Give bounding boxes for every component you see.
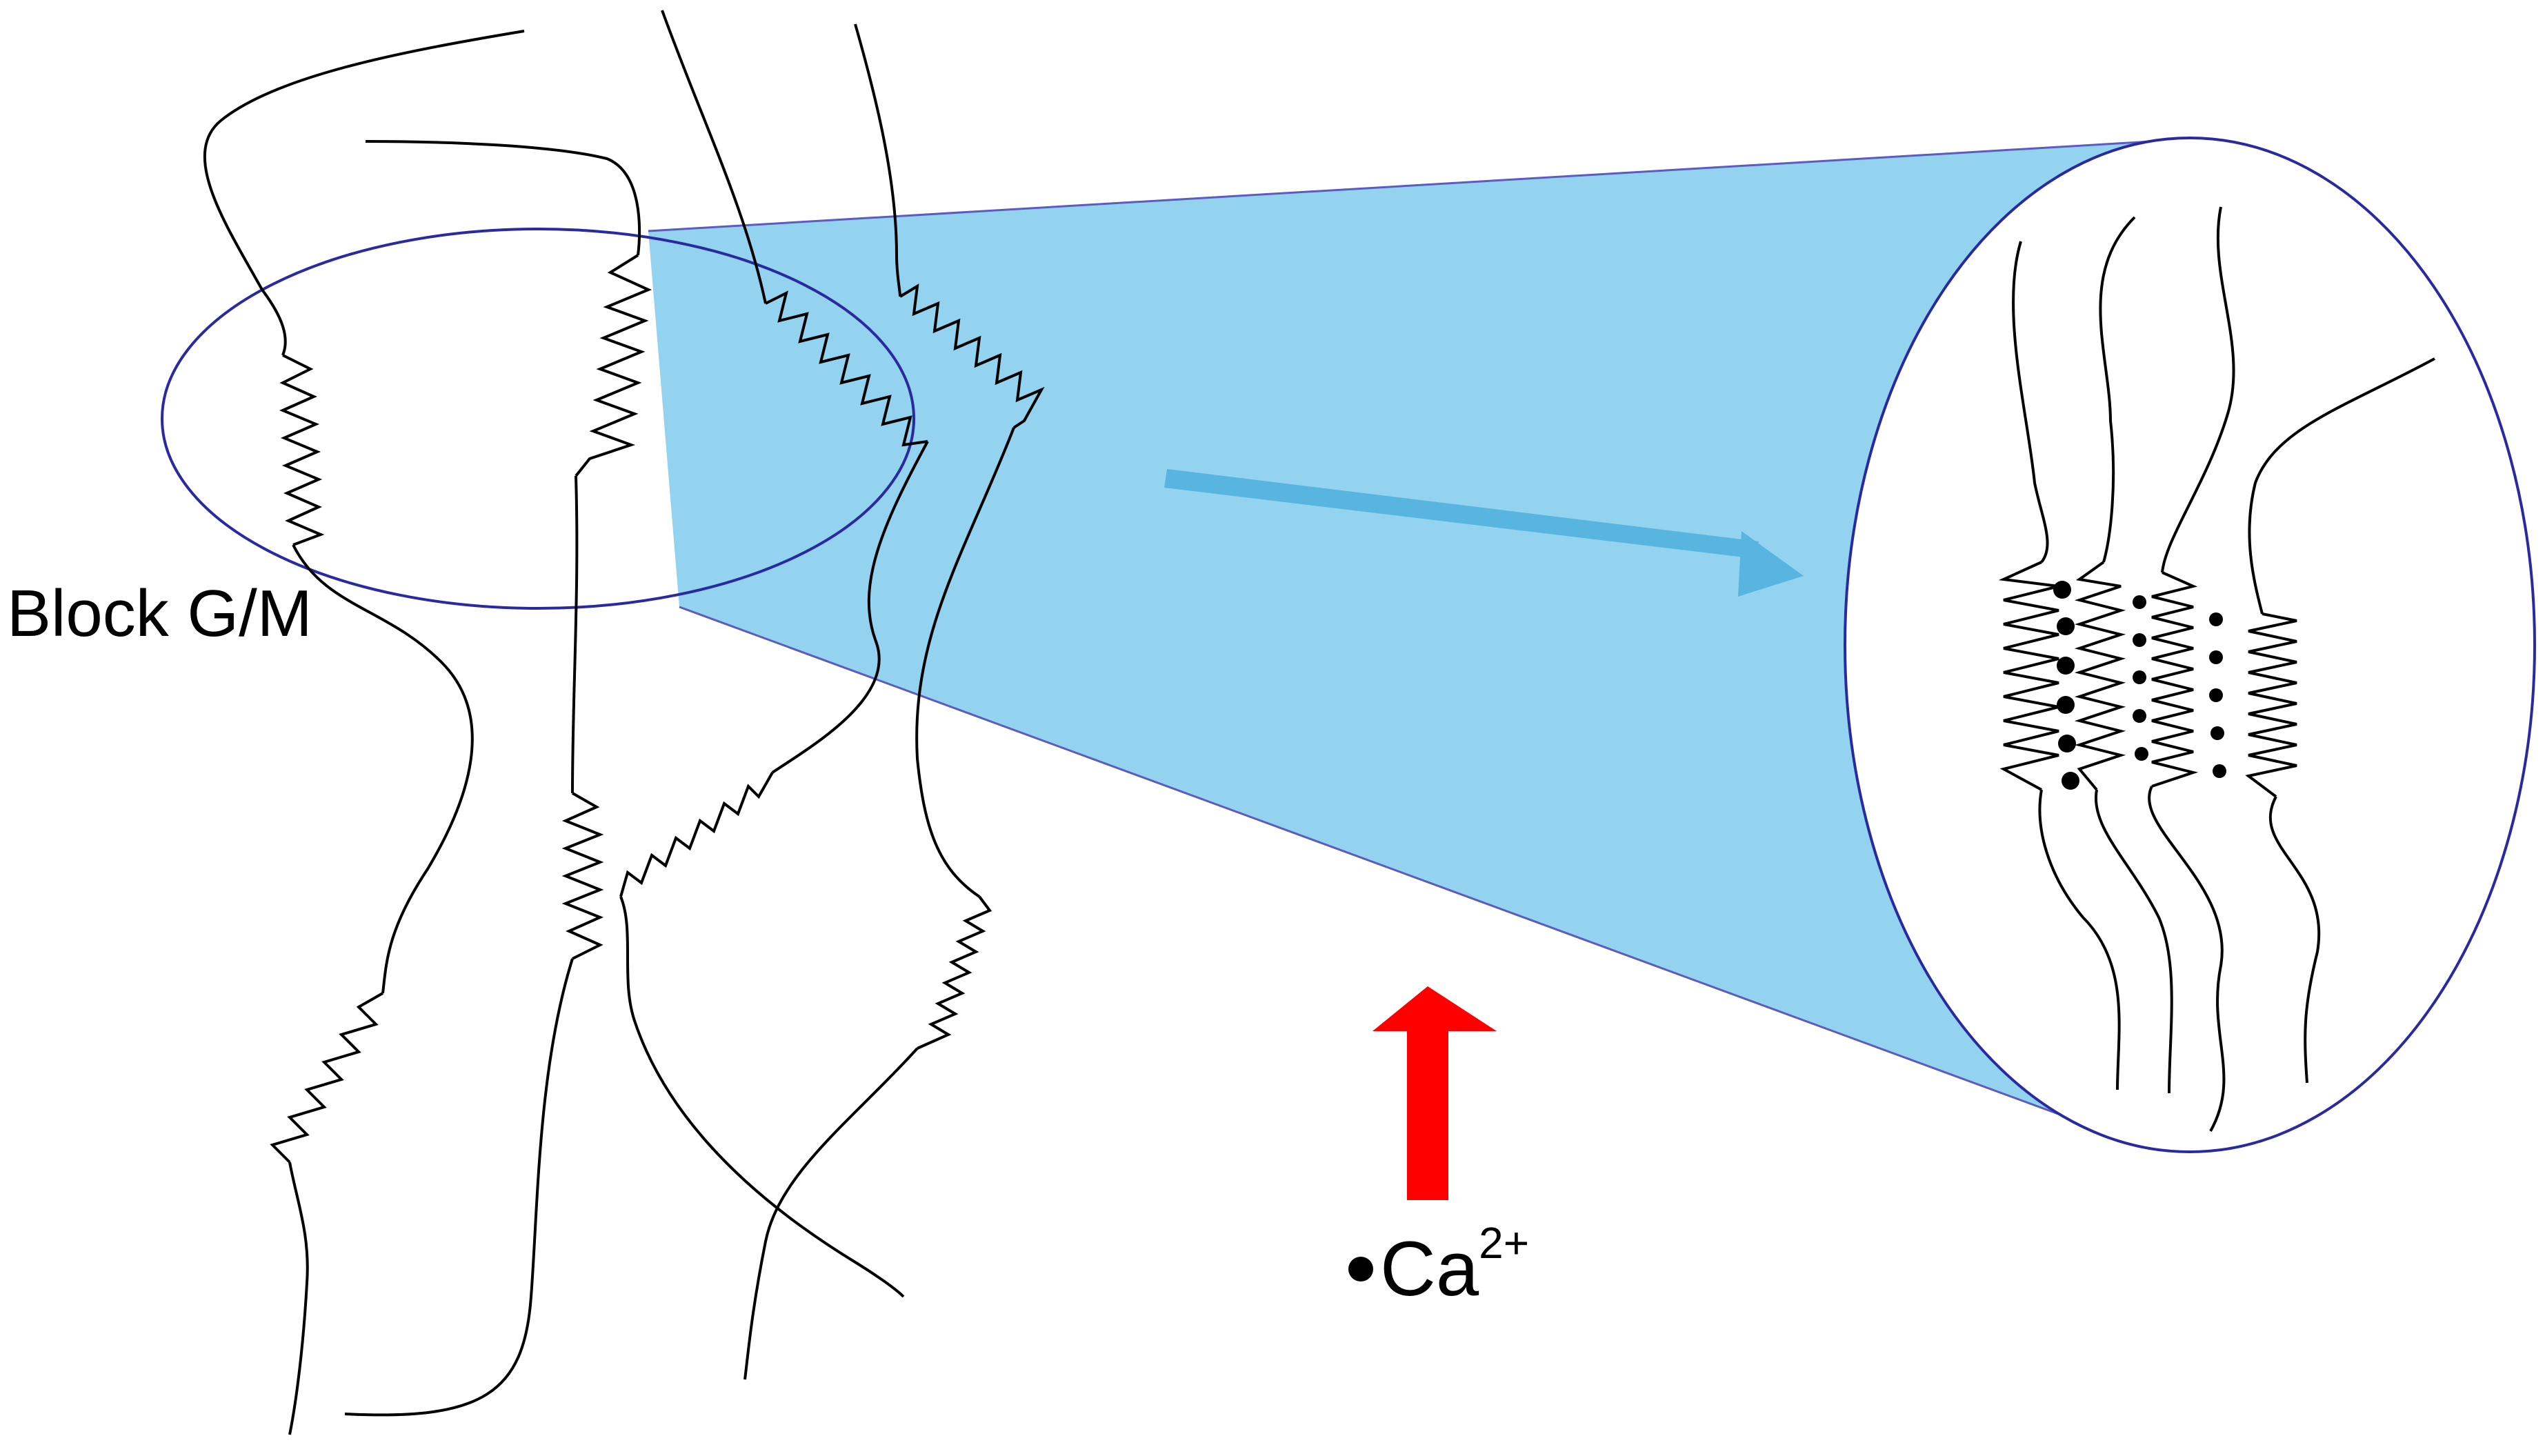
mag-chain-4-zig [2245,612,2297,798]
mag-chain-2-zig [2074,561,2126,791]
strand-1-zigzag [279,354,325,546]
mag-chain-2 [2099,216,2136,563]
strand-3-zigzag [765,290,928,447]
cone-edge-top [648,140,2153,232]
strand-2 [365,140,641,256]
mag-chain-1 [2012,241,2049,564]
up-arrow-icon [1373,986,1497,1200]
black-dot-icon [2209,612,2223,626]
selection-ellipse [161,228,915,610]
black-dot-icon [2133,595,2146,609]
black-dot-icon [2053,581,2071,599]
black-dot-icon [1348,1257,1373,1282]
black-dot-icon [2210,726,2224,740]
calcium-ion-label: Ca2+ [1348,1218,1529,1313]
black-dot-icon [2058,735,2076,752]
mag-chain-4 [2248,357,2435,615]
magnified-view [1844,137,2536,1153]
cone-edge-bottom [679,606,2153,1150]
strand-2-zigzag [575,254,652,477]
magnified-chains [1998,206,2435,1132]
black-dot-icon [2209,650,2223,664]
strand-4-end [743,1047,919,1380]
strand-2-tail [571,475,579,794]
strand-3-zigzag-2 [619,772,774,897]
mag-chain-3-zig [2151,571,2199,788]
calcium-ions [2053,581,2226,790]
strand-4-tail [915,427,1015,898]
black-dot-icon [2062,772,2079,790]
right-arrow-icon [1164,469,1804,597]
strand-2-zigzag-2 [561,792,604,960]
strand-3-tail [771,441,929,774]
black-dot-icon [2057,617,2075,635]
mag-chain-1-zig [1998,561,2059,791]
mag-chain-3-tail [2148,786,2226,1132]
strand-3 [661,10,767,304]
mag-chain-4-tail [2268,796,2321,1084]
ion-charge: 2+ [1479,1217,1530,1268]
strand-1-tail [292,544,474,994]
mag-chain-1-tail [2038,789,2121,1090]
black-dot-icon [2133,709,2146,723]
strand-2-end [344,958,574,1417]
strand-4 [854,23,901,297]
black-dot-icon [2209,688,2223,702]
strand-4-zigzag-2 [917,895,992,1050]
strand-1 [203,30,525,356]
mag-chain-3 [2161,206,2235,573]
strand-1-zigzag-2 [270,992,383,1164]
black-dot-icon [2057,657,2075,675]
black-dot-icon [2057,696,2075,714]
polymer-strands [203,10,1045,1435]
ion-symbol: Ca [1380,1226,1479,1312]
zoom-cone [648,141,2152,1148]
mag-chain-2-tail [2094,789,2173,1094]
black-dot-icon [2133,670,2146,684]
black-dot-icon [2135,747,2148,761]
strand-4-zigzag [899,283,1045,429]
black-dot-icon [2213,764,2226,778]
strand-1-end [288,1161,309,1435]
strand-3-end [619,896,905,1298]
block-gm-label: Block G/M [7,577,312,650]
black-dot-icon [2133,633,2146,647]
